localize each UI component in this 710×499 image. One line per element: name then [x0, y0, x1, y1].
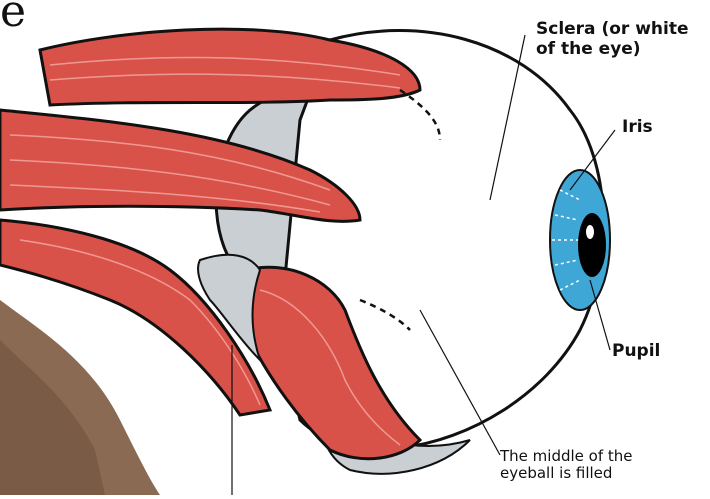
- partial-heading-letter: e: [0, 0, 26, 37]
- label-middle-eyeball: The middle of the eyeball is filled: [500, 448, 633, 483]
- pupil-highlight: [586, 225, 594, 239]
- label-iris: Iris: [622, 118, 653, 138]
- label-pupil: Pupil: [612, 342, 660, 362]
- label-sclera: Sclera (or white of the eye): [536, 20, 689, 59]
- pupil-shape: [578, 213, 606, 277]
